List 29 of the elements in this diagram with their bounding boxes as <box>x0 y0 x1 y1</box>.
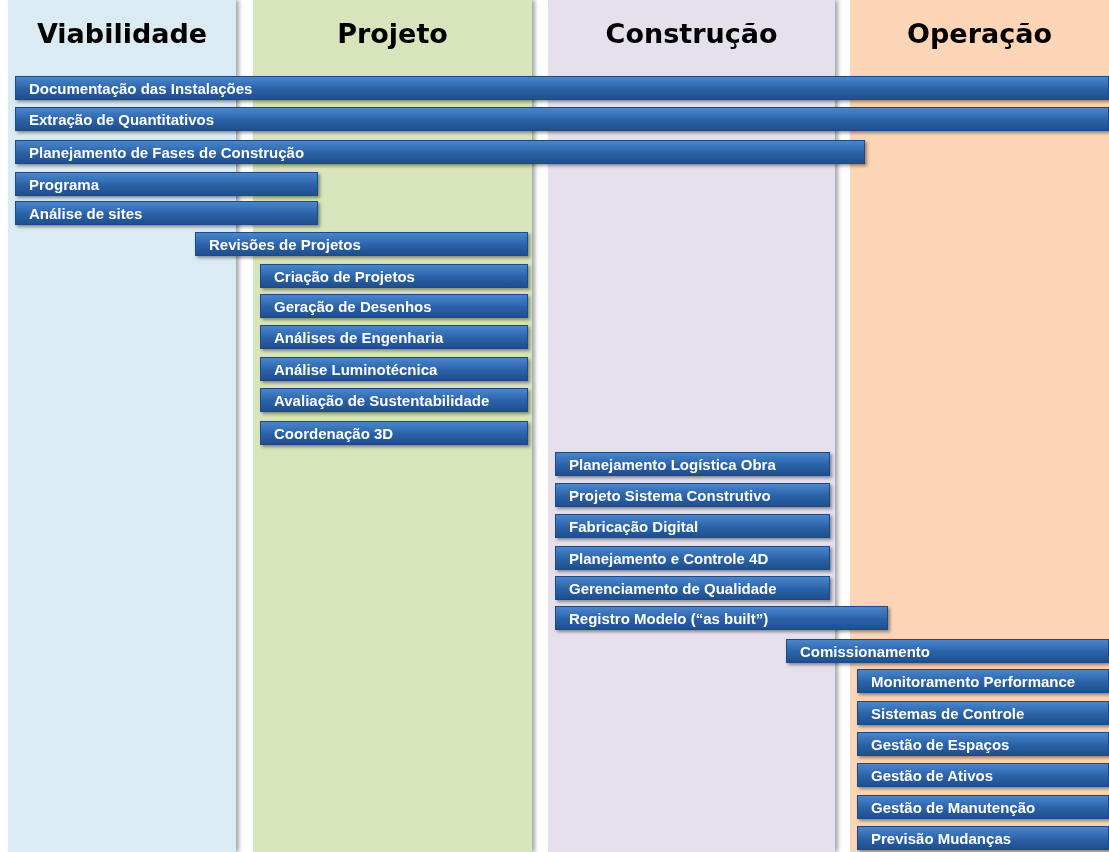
phase-heading: Operação <box>906 18 1053 49</box>
activity-bar: Planejamento de Fases de Construção <box>15 140 865 164</box>
activity-bar: Projeto Sistema Construtivo <box>555 483 830 507</box>
activity-bar: Fabricação Digital <box>555 514 830 538</box>
activity-bar: Análises de Engenharia <box>260 325 528 349</box>
activity-bar: Avaliação de Sustentabilidade <box>260 388 528 412</box>
activity-bar: Previsão Mudanças <box>857 826 1109 850</box>
activity-bar: Criação de Projetos <box>260 264 528 288</box>
activity-bar: Registro Modelo (“as built”) <box>555 606 888 630</box>
activity-bar: Monitoramento Performance <box>857 669 1109 693</box>
activity-bar: Coordenação 3D <box>260 421 528 445</box>
activity-bar: Sistemas de Controle <box>857 701 1109 725</box>
activity-bar: Gestão de Manutenção <box>857 795 1109 819</box>
activity-bar: Análise Luminotécnica <box>260 357 528 381</box>
activity-bar: Geração de Desenhos <box>260 294 528 318</box>
phase-heading: Projeto <box>336 18 449 49</box>
activity-bar: Planejamento Logística Obra <box>555 452 830 476</box>
activity-bar: Análise de sites <box>15 201 318 225</box>
phase-heading: Construção <box>604 18 779 49</box>
activity-bar: Programa <box>15 172 318 196</box>
activity-bar: Revisões de Projetos <box>195 232 528 256</box>
activity-bar: Gestão de Espaços <box>857 732 1109 756</box>
activity-bar: Planejamento e Controle 4D <box>555 546 830 570</box>
activity-bar: Gestão de Ativos <box>857 763 1109 787</box>
phase-heading: Viabilidade <box>35 18 209 49</box>
activity-bar: Extração de Quantitativos <box>15 107 1109 131</box>
activity-bar: Comissionamento <box>786 639 1109 663</box>
activity-bar: Gerenciamento de Qualidade <box>555 576 830 600</box>
activity-bar: Documentação das Instalações <box>15 76 1109 100</box>
